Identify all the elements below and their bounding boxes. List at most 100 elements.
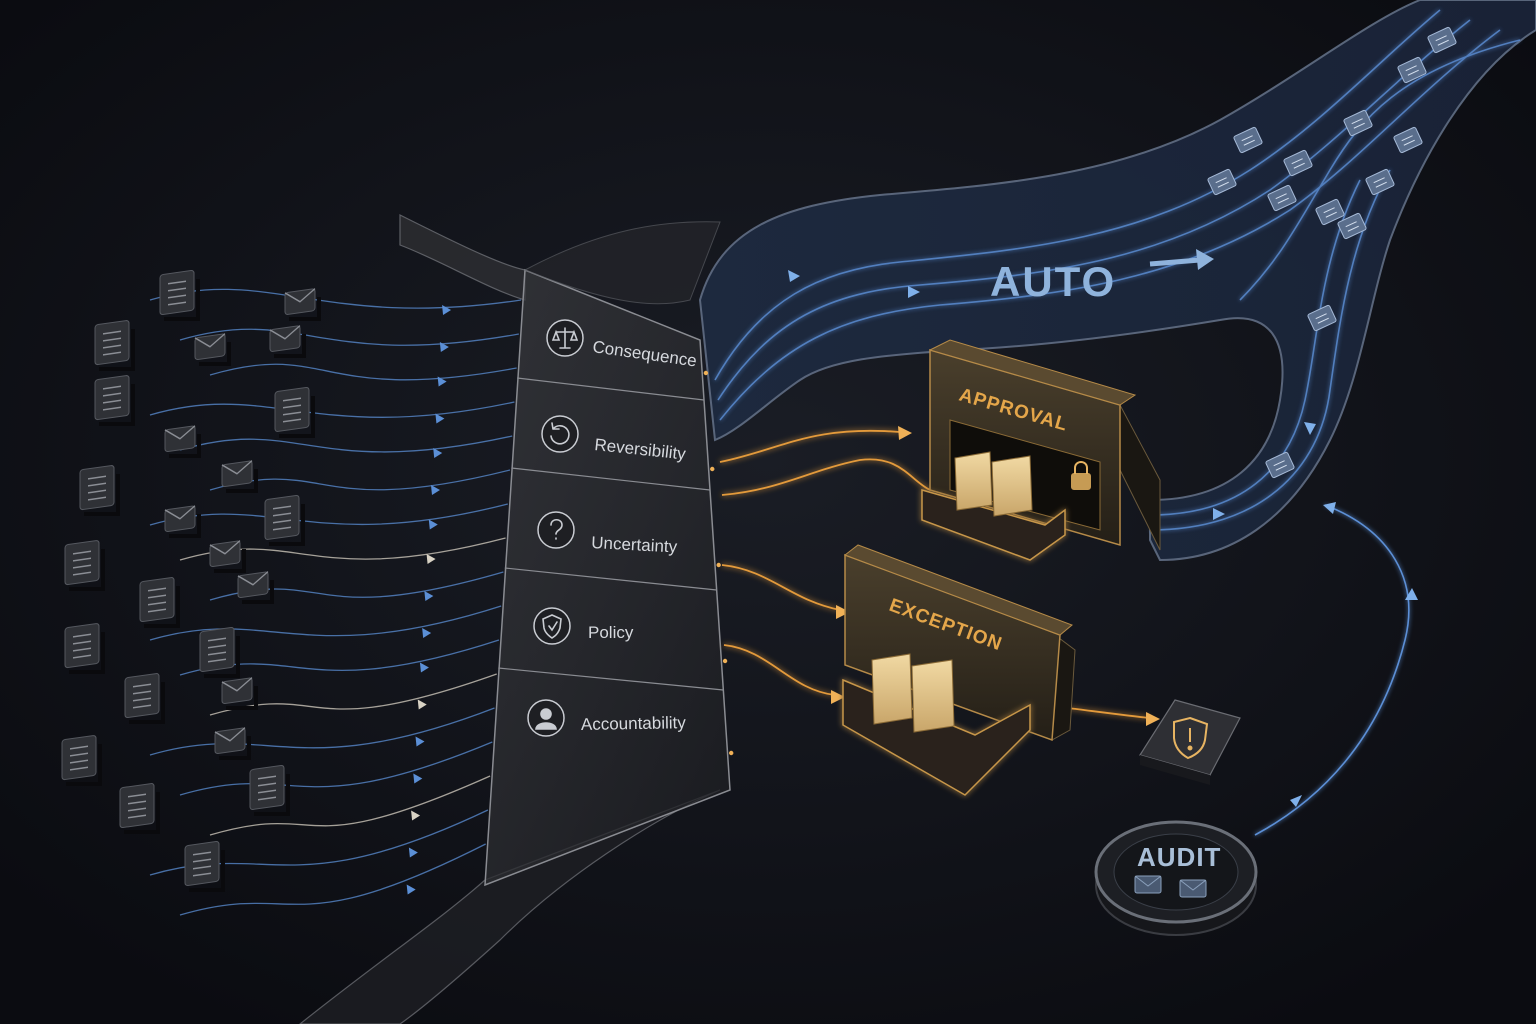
flow-arrowhead <box>428 519 438 530</box>
document-icon <box>79 465 120 516</box>
document-icon <box>61 735 102 786</box>
auto-lane-arrows <box>788 270 1316 520</box>
flow-arrowhead <box>1405 588 1418 600</box>
flow-arrowhead <box>433 448 443 458</box>
alert-tile-edge <box>1140 755 1210 785</box>
question-icon <box>550 518 563 540</box>
envelope-icon <box>237 571 274 604</box>
document-icon <box>1337 212 1367 240</box>
document-icon <box>124 673 165 724</box>
shield-check-icon <box>542 614 562 639</box>
approval-documents <box>954 451 1033 517</box>
gated-flow-arrows <box>831 426 1160 726</box>
envelope-icon <box>164 425 201 458</box>
approval-flow-line <box>721 458 931 496</box>
lock-icon-shackle <box>1074 461 1088 474</box>
flow-arrowhead <box>898 426 912 440</box>
flow-arrowhead <box>1323 502 1336 514</box>
incoming-flow-line <box>149 707 495 756</box>
auto-arrow-head <box>1196 249 1214 270</box>
document-icon <box>1397 56 1427 84</box>
document-icon <box>159 270 200 321</box>
filter-row: Policy <box>504 567 728 664</box>
filter-output-port <box>722 658 728 664</box>
incoming-flow-line <box>209 363 517 381</box>
incoming-flow-line <box>179 435 513 453</box>
incoming-flow-line <box>179 741 493 796</box>
filter-row-divider <box>511 467 711 491</box>
filter-row: Uncertainty <box>511 467 721 568</box>
document-icon <box>249 764 290 816</box>
exception-documents <box>871 653 955 733</box>
audit-hub: AUDIT <box>1094 820 1258 936</box>
filter-icon-ring <box>537 511 575 549</box>
flow-arrowhead <box>442 305 452 315</box>
document-stack <box>991 455 1033 517</box>
flow-arrowhead <box>1290 795 1302 807</box>
auto-lane-line <box>714 9 1441 381</box>
filter-output-port <box>716 562 721 568</box>
flow-arrowhead <box>439 342 449 352</box>
document-stack <box>911 659 955 733</box>
document-stack <box>954 451 993 511</box>
filter-panel-fin-bottom <box>299 789 721 1024</box>
document-icon <box>1307 304 1337 332</box>
flow-arrowhead <box>411 810 421 821</box>
incoming-flow-lines <box>149 288 522 916</box>
auto-lane-line <box>1149 169 1391 531</box>
document-icon <box>64 540 105 591</box>
exception-gate: EXCEPTION <box>842 544 1076 796</box>
filter-row-divider <box>504 567 717 591</box>
envelope-icon <box>284 288 321 321</box>
document-icon <box>1267 184 1297 212</box>
flow-arrowhead <box>430 485 440 495</box>
document-icon <box>1315 198 1345 226</box>
flow-arrowhead <box>831 690 845 704</box>
envelope-icon <box>221 677 258 710</box>
exception-gate-top <box>843 544 1073 636</box>
audit-loop-line <box>1254 504 1410 836</box>
approval-gate-top <box>928 339 1137 406</box>
auto-lane-line <box>717 19 1471 401</box>
document-icon <box>264 494 305 546</box>
document-icon <box>274 386 315 438</box>
envelope-icon <box>1179 879 1207 898</box>
flow-arrowhead <box>417 699 427 710</box>
scales-icon <box>551 327 579 349</box>
document-icon <box>184 841 225 892</box>
auto-lane: AUTO <box>698 0 1536 562</box>
filter-icon-ring <box>533 607 571 645</box>
undo-icon <box>550 422 570 445</box>
filter-row: Reversibility <box>517 377 715 472</box>
shield-outline <box>1173 716 1209 760</box>
flow-arrowhead <box>406 884 416 895</box>
document-icon <box>64 623 105 674</box>
document-icon <box>1233 126 1263 154</box>
document-icon <box>1343 109 1373 137</box>
envelope-flap <box>1134 875 1162 887</box>
envelope-flap <box>1179 879 1207 891</box>
document-icon <box>1207 168 1237 196</box>
envelope-icon <box>164 505 201 538</box>
document-icon <box>1365 168 1395 196</box>
filter-panel-back <box>523 221 721 305</box>
flow-arrowhead <box>908 286 920 298</box>
exclamation-dot <box>1187 745 1193 751</box>
document-icon <box>94 375 135 426</box>
auto-arrow-icon <box>1149 257 1201 267</box>
shield-alert-icon <box>1173 716 1209 760</box>
document-icon <box>199 627 240 678</box>
lock-icon <box>1071 461 1091 490</box>
incoming-flow-line <box>149 605 502 641</box>
audit-loop-arrows <box>1290 502 1418 807</box>
auto-lane-line <box>1239 39 1521 301</box>
filter-row: Accountability <box>498 667 734 756</box>
gated-flow-lines <box>719 429 1151 719</box>
filter-label: Policy <box>588 623 634 642</box>
document-icon <box>1265 451 1295 479</box>
alert-flow-line <box>1067 707 1151 719</box>
filter-icon-ring <box>541 415 579 453</box>
filter-panel: ConsequenceReversibilityUncertaintyPolic… <box>299 214 734 1024</box>
exception-flow-line <box>721 564 841 611</box>
filter-output-port <box>710 466 715 472</box>
